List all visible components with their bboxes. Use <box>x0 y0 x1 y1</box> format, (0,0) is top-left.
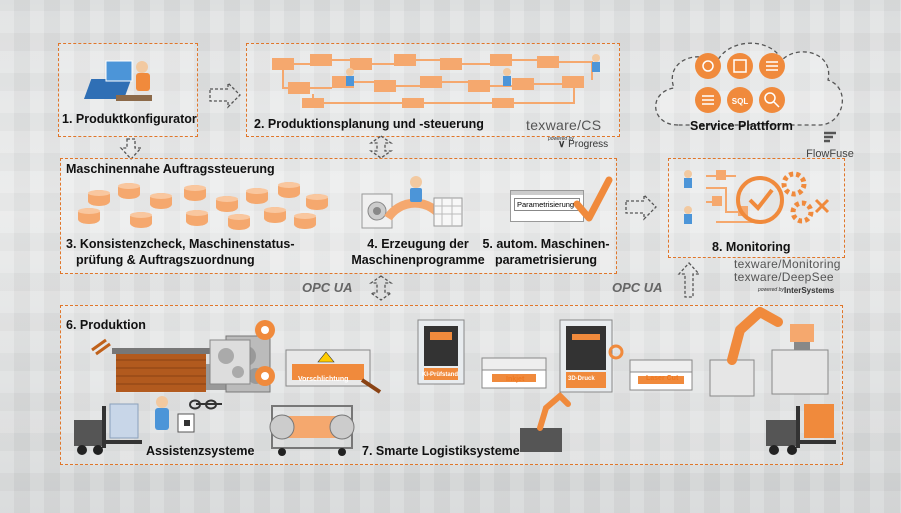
assistenzsysteme-label: Assistenzsysteme <box>146 444 255 458</box>
database-icon <box>78 208 100 224</box>
step-3-label-line1: 3. Konsistenzcheck, Maschinenstatus- <box>66 237 295 251</box>
progress-logo-text: Progress <box>568 139 609 150</box>
spool-icons <box>255 320 275 386</box>
database-icon <box>118 183 140 199</box>
step-4-label-line2: Maschinenprogramme <box>351 253 485 267</box>
arrow-down-1 <box>119 138 143 160</box>
flowfuse-logo: FlowFuse <box>805 130 855 160</box>
database-icon <box>186 210 208 226</box>
configurator-user-icon <box>83 60 152 101</box>
progress-logo: ∨ Progress <box>558 139 608 150</box>
step-8-label: 8. Monitoring <box>712 240 791 254</box>
laser-cut-machine <box>629 359 693 391</box>
database-icon <box>228 214 250 230</box>
service-platform-label: Service Plattform <box>690 119 793 133</box>
ki-pruefstand-label: KI-Prüfstand <box>422 372 458 378</box>
intersystems-logo: InterSystems <box>784 286 835 295</box>
powered-by-progress: powered by <box>548 136 574 142</box>
opc-ua-right-logo: OPC UA <box>612 280 663 295</box>
program-generation-icon <box>361 176 463 229</box>
robot-arm-small <box>209 339 251 385</box>
monitoring-graphic <box>684 170 830 224</box>
svg-text:SQL: SQL <box>732 97 749 106</box>
step-1-label: 1. Produktkonfigurator <box>62 112 197 126</box>
parametrisierung-window: Parametrisierung <box>510 190 584 222</box>
inkjet-machine <box>481 357 547 389</box>
forklift-right <box>766 404 836 455</box>
database-icon <box>150 193 172 209</box>
laser-cut-label: Laser Cut <box>646 375 679 382</box>
texware-monitoring-logo: texware/Monitoring <box>734 257 841 271</box>
step-3-label-line2: prüfung & Auftragszuordnung <box>76 253 255 267</box>
arrow-right-2 <box>625 193 657 221</box>
planning-flowchart <box>272 54 600 108</box>
progress-logo-icon: ∨ <box>558 139 566 150</box>
window-titlebar <box>511 191 583 195</box>
ki-pruefstand-machine <box>417 319 465 385</box>
texware-cs-logo: texware/CS <box>526 117 602 133</box>
service-icons: SQL <box>695 53 785 113</box>
robot-arm-right <box>709 307 829 397</box>
flowfuse-icon <box>824 131 836 143</box>
parametrisierung-field: Parametrisierung <box>514 198 580 211</box>
arrow-updown-1 <box>368 135 394 159</box>
texware-deepsee-logo: texware/DeepSee <box>734 270 834 284</box>
opc-ua-left-logo: OPC UA <box>302 280 353 295</box>
database-icon <box>130 212 152 228</box>
inkjet-label: Inkjet <box>506 376 525 383</box>
database-icon <box>306 194 328 210</box>
database-icon <box>184 185 206 201</box>
arrow-right-1 <box>209 81 241 109</box>
database-icon <box>216 196 238 212</box>
box-produktkonfigurator <box>58 43 198 137</box>
vorschlichtung-label: Vorschlichtung <box>298 376 349 383</box>
forklift-left <box>74 403 142 455</box>
database-icon <box>88 190 110 206</box>
arrow-up-1 <box>677 262 701 298</box>
step-2-label: 2. Produktionsplanung und -steuerung <box>254 117 484 131</box>
powered-by-intersystems: powered by <box>758 287 784 293</box>
step-5-label-line2: parametrisierung <box>494 253 598 267</box>
checkmark-icon <box>573 176 613 222</box>
database-icon <box>246 188 268 204</box>
step-5-label-line1: 5. autom. Maschinen- <box>482 237 610 251</box>
vorschlichtung-machine <box>285 349 382 394</box>
arrow-updown-2 <box>368 275 394 301</box>
step-4-label-line1: 4. Erzeugung der <box>367 237 469 251</box>
druck-3d-machine <box>559 319 624 393</box>
worker-assistance <box>155 396 222 433</box>
step-7-label: 7. Smarte Logistiksysteme <box>362 444 520 458</box>
warp-beam-cart <box>269 405 355 456</box>
druck-3d-label: 3D-Druck <box>568 376 595 382</box>
robot-arm-middle <box>520 391 571 452</box>
flowfuse-text: FlowFuse <box>806 148 854 160</box>
database-icon <box>278 182 300 198</box>
section-3-title: Maschinennahe Auftragssteuerung <box>66 162 275 176</box>
database-icon <box>294 213 316 229</box>
step-6-label: 6. Produktion <box>66 318 146 332</box>
database-icon <box>264 207 286 223</box>
